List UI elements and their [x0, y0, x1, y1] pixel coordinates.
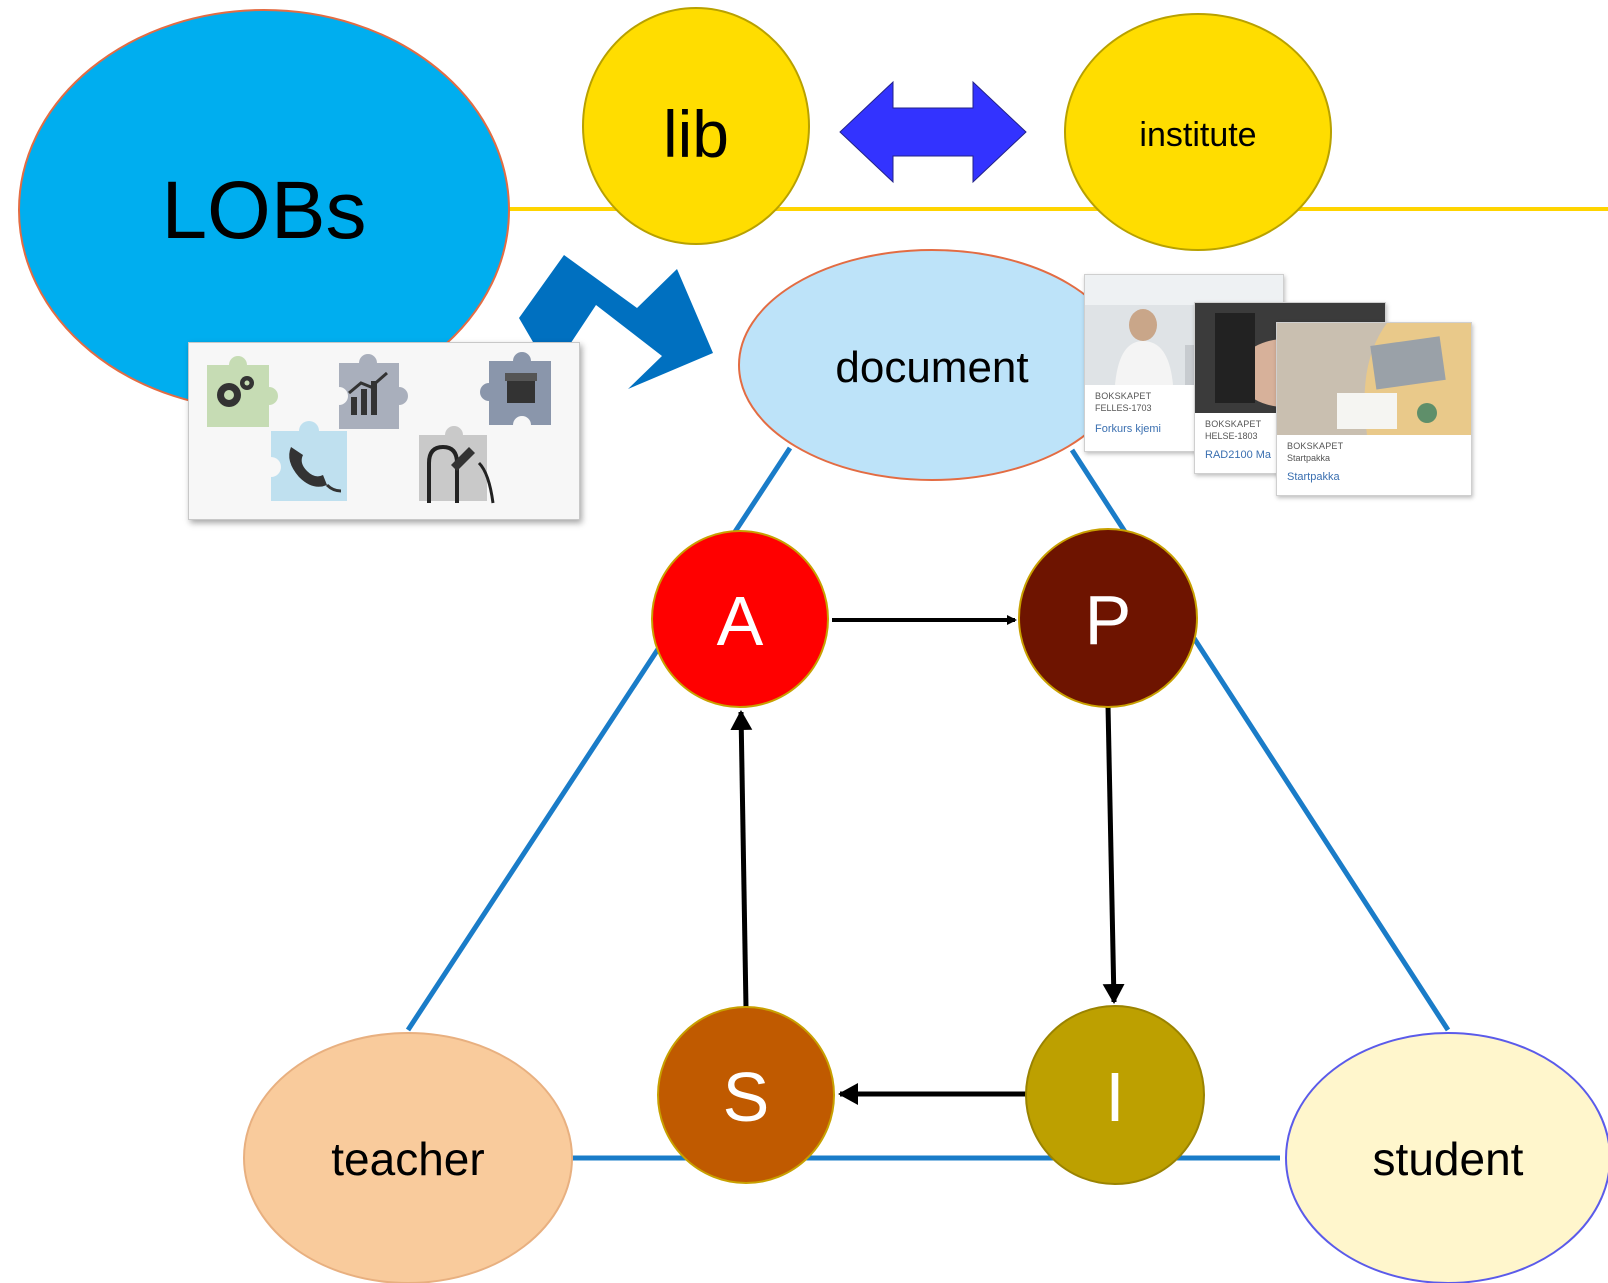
desk-photo [1277, 323, 1471, 435]
box-puzzle-icon [480, 352, 551, 425]
node-s [657, 1006, 835, 1184]
card-1-kicker: BOKSKAPET [1095, 391, 1152, 401]
puzzle-image-panel [188, 342, 580, 520]
node-p [1018, 528, 1198, 708]
arrow-s-to-a [730, 710, 753, 1009]
card-2-kicker: BOKSKAPET [1205, 419, 1262, 429]
arrow-p-to-i [1102, 704, 1125, 1004]
teacher-label: teacher [331, 1133, 484, 1185]
phone-puzzle-icon [271, 421, 347, 501]
node-p-label: P [1085, 581, 1132, 659]
node-s-label: S [723, 1058, 770, 1136]
institute-label: institute [1139, 116, 1256, 154]
node-i-label: I [1105, 1058, 1124, 1136]
card-2-code: HELSE-1803 [1205, 431, 1258, 441]
puzzle-icons-svg [207, 352, 551, 504]
card-3-kicker: BOKSKAPET [1287, 441, 1344, 451]
course-card-3: BOKSKAPET Startpakka Startpakka [1276, 322, 1472, 496]
card-2-title[interactable]: RAD2100 Ma [1205, 449, 1272, 461]
card-1-title[interactable]: Forkurs kjemi [1095, 423, 1162, 435]
card-1-code: FELLES-1703 [1095, 403, 1152, 413]
teacher-node [243, 1032, 573, 1283]
chart-puzzle-icon [339, 354, 408, 429]
lib-label: lib [663, 97, 729, 171]
lobs-label: LOBs [161, 165, 366, 256]
double-arrow [839, 80, 1027, 184]
gear-puzzle-icon [207, 356, 278, 427]
card-3-title[interactable]: Startpakka [1287, 471, 1340, 483]
document-label: document [835, 343, 1028, 392]
node-a [651, 530, 829, 708]
lobs-to-document-arrow [519, 255, 713, 389]
lib-node [582, 7, 810, 245]
institute-node [1064, 13, 1332, 251]
card-3-code: Startpakka [1287, 453, 1331, 463]
student-label: student [1373, 1133, 1524, 1185]
wrench-puzzle-icon [419, 426, 495, 504]
student-node [1285, 1032, 1608, 1283]
node-i [1025, 1005, 1205, 1185]
node-a-label: A [717, 582, 764, 660]
